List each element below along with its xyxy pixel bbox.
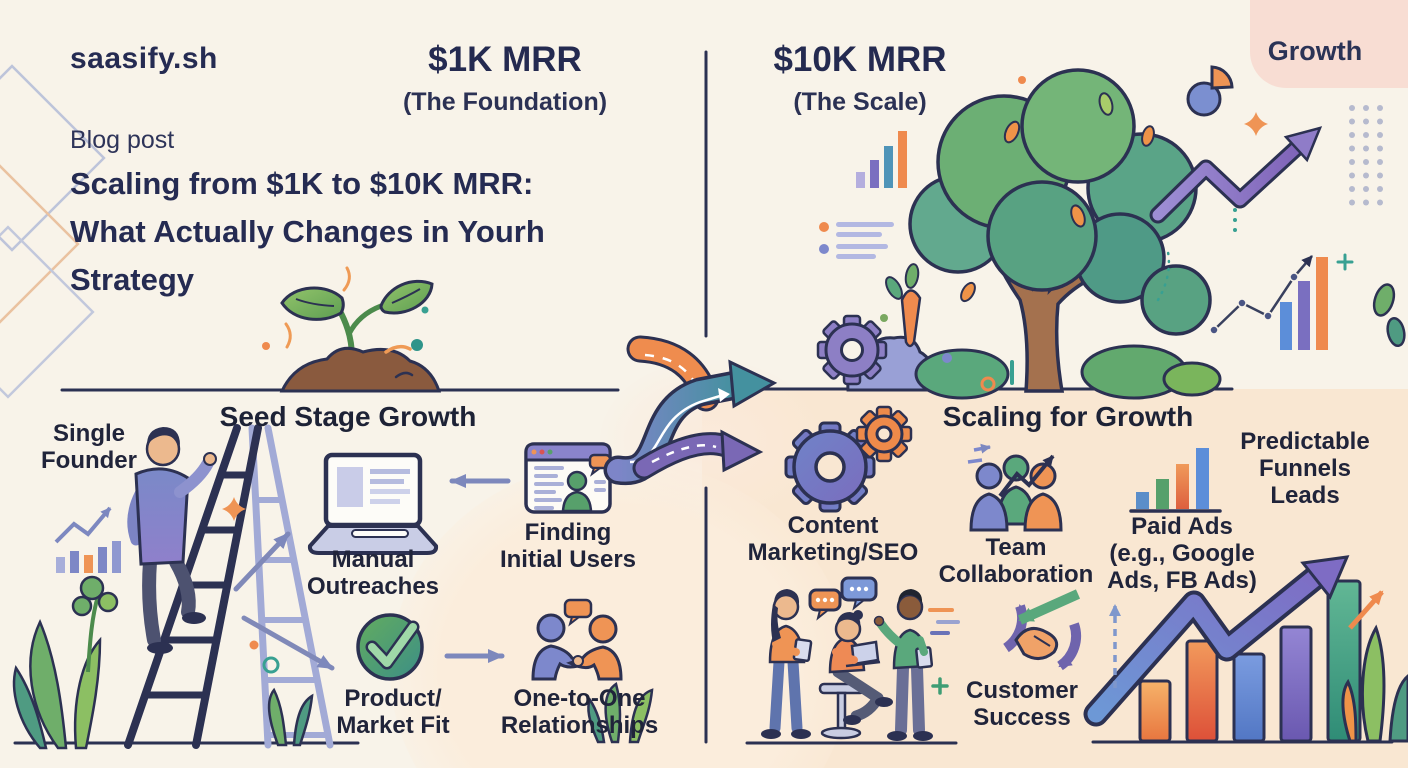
left-connector-arrows — [233, 474, 511, 671]
bar-chart-icon — [1129, 448, 1222, 513]
stage-10k-value: $10K MRR — [773, 40, 947, 79]
laptop-icon — [307, 452, 439, 555]
stage-10k-qualifier: (The Scale) — [793, 88, 927, 116]
founder-person — [127, 427, 217, 654]
label-paid-ads: Paid Ads (e.g., Google Ads, FB Ads) — [1107, 513, 1257, 594]
handshake-cycle-icon — [1002, 589, 1082, 671]
growth-badge: Growth — [1267, 36, 1363, 66]
mini-line-chart-icon — [1209, 255, 1328, 350]
browser-user-icon — [524, 442, 612, 514]
check-circle-icon — [356, 613, 424, 681]
brand-logo: saasify.sh — [70, 42, 218, 75]
speech-bubbles-icon — [808, 576, 878, 621]
tree-icon — [816, 68, 1222, 400]
plants-right — [1341, 624, 1408, 743]
gears-icon — [784, 405, 913, 513]
stage-1k-qualifier: (The Foundation) — [402, 88, 608, 116]
label-manual-outreaches: Manual Outreaches — [306, 546, 440, 600]
growth-arrow-chart-icon — [1083, 555, 1408, 743]
mini-growth-chart-icon — [54, 506, 121, 573]
handshake-people-icon — [531, 598, 623, 681]
sparkle-icon — [1244, 112, 1268, 136]
label-team-collaboration: Team Collaboration — [938, 534, 1094, 588]
small-orange-arrow-icon — [1348, 590, 1384, 630]
post-title: Scaling from $1K to $10K MRR: What Actua… — [70, 166, 545, 297]
dots-grid-decoration — [1349, 105, 1383, 206]
pie-chart-icon — [1186, 65, 1234, 117]
label-finding-initial-users: Finding Initial Users — [499, 519, 637, 573]
label-product-market-fit: Product/ Market Fit — [336, 685, 450, 739]
arrow-to-check-icon — [241, 615, 335, 671]
arrow-to-laptop-icon — [233, 531, 291, 592]
gear-purple-icon — [816, 314, 888, 386]
label-single-founder: Single Founder — [41, 420, 137, 474]
growth-corner-decorations — [1149, 65, 1406, 350]
label-predictable-funnels-leads: Predictable Funnels Leads — [1240, 428, 1370, 509]
founder-on-ladder-icon — [124, 424, 334, 749]
eyebrow-label: Blog post — [70, 126, 175, 154]
team-collaboration-illustration — [761, 576, 960, 741]
label-customer-success: Customer Success — [965, 677, 1079, 731]
zigzag-arrow-icon — [1149, 126, 1323, 224]
label-one-to-one-relationships: One-to-One Relationships — [500, 685, 659, 739]
seedling-icon — [262, 266, 442, 393]
stage-decorations-icons — [819, 131, 907, 259]
stage-1k-value: $1K MRR — [428, 40, 582, 79]
left-section-heading: Seed Stage Growth — [219, 401, 477, 432]
sparkle-icon — [222, 497, 246, 521]
diamond-decoration — [0, 64, 106, 399]
plants-left — [12, 575, 654, 750]
label-content-marketing-seo: Content Marketing/SEO — [747, 512, 919, 566]
right-section-heading: Scaling for Growth — [942, 401, 1194, 432]
left-panel-decorations — [222, 497, 280, 674]
plus-sparkle-icon — [1336, 253, 1354, 271]
growth-badge-background — [1250, 0, 1408, 88]
people-group-icon — [967, 443, 1063, 532]
transition-arrows-icon — [603, 335, 778, 486]
